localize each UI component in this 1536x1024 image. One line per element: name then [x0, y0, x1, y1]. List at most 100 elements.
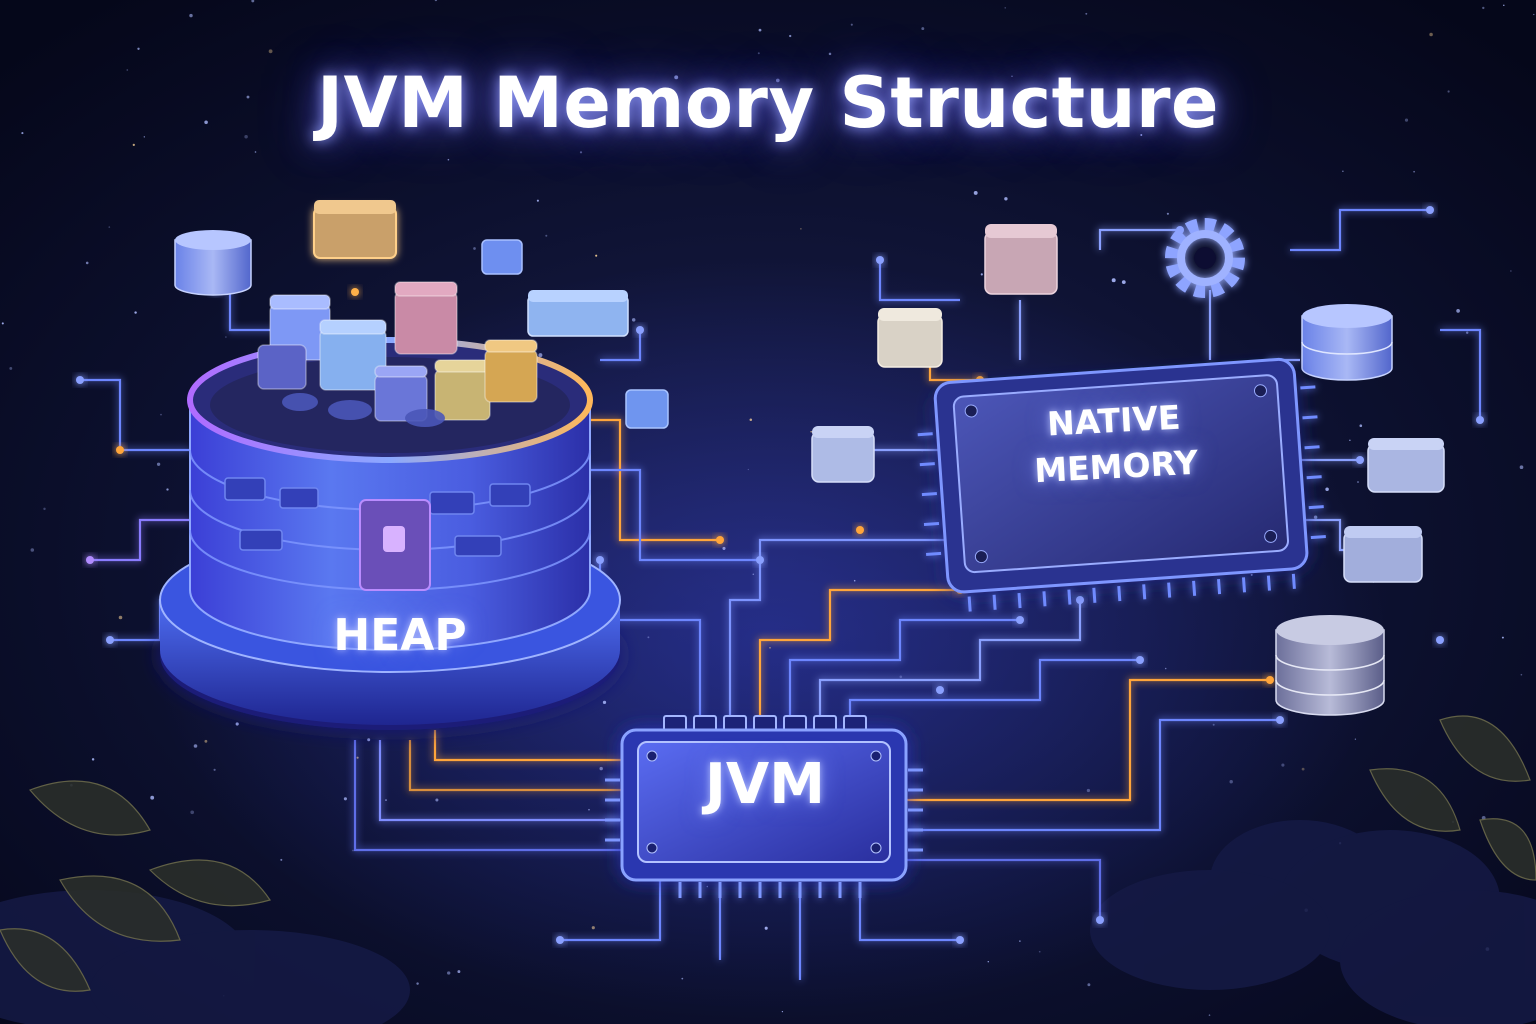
star — [43, 507, 46, 511]
circuit-node — [1266, 676, 1274, 684]
star — [132, 143, 135, 147]
circuit-node — [936, 686, 944, 694]
star — [899, 675, 903, 679]
circuit-node — [1476, 416, 1484, 424]
star — [457, 970, 461, 974]
star — [91, 758, 95, 761]
star — [545, 234, 548, 237]
star — [204, 739, 208, 743]
circuit-traces — [80, 208, 1482, 980]
star — [1164, 667, 1167, 670]
star — [235, 722, 239, 726]
star — [800, 228, 802, 230]
star — [1, 322, 4, 325]
star — [1140, 134, 1143, 136]
jvm-label: JVM — [705, 752, 825, 817]
star — [156, 462, 161, 466]
star — [1456, 309, 1460, 313]
circuit-node — [106, 636, 114, 644]
circuit-node — [1136, 656, 1144, 664]
star — [356, 756, 359, 759]
star — [190, 810, 195, 815]
star — [246, 95, 250, 99]
circuit-node — [636, 326, 644, 334]
star — [1250, 573, 1253, 576]
star — [579, 151, 583, 154]
cube-icon — [434, 359, 491, 421]
star — [536, 199, 539, 202]
circuit-node — [596, 556, 604, 564]
star — [160, 413, 162, 416]
circuit-node — [956, 936, 964, 944]
star — [225, 336, 227, 338]
cube-icon — [394, 281, 458, 355]
star — [434, 0, 438, 2]
circuit-node — [1076, 596, 1084, 604]
star — [1166, 212, 1169, 215]
star — [987, 960, 990, 963]
star — [769, 647, 771, 649]
star — [1121, 280, 1126, 284]
star — [828, 52, 832, 56]
star — [789, 34, 792, 38]
star — [108, 226, 111, 228]
star — [213, 768, 216, 771]
circuit-node — [1356, 456, 1364, 464]
cube-icon — [257, 344, 307, 390]
star — [706, 885, 709, 888]
star — [244, 135, 248, 139]
star — [599, 766, 603, 771]
star — [921, 27, 925, 31]
database-icon — [1275, 615, 1385, 716]
star — [193, 744, 198, 748]
star — [1342, 170, 1344, 172]
star — [1011, 75, 1013, 77]
circuit-node — [556, 936, 564, 944]
cube-icon — [481, 239, 523, 275]
circuit-node — [1276, 716, 1284, 724]
star — [1429, 32, 1433, 37]
star — [1519, 465, 1524, 470]
star — [1510, 270, 1512, 272]
star — [980, 273, 983, 276]
circuit-node — [856, 526, 864, 534]
gear-icon — [1165, 218, 1245, 298]
heap-container — [159, 281, 621, 730]
star — [1447, 90, 1450, 93]
circuit-node — [756, 556, 764, 564]
star — [810, 430, 812, 433]
star — [631, 318, 636, 322]
jvm-chip — [605, 715, 923, 898]
database-icon — [174, 230, 252, 296]
star — [752, 573, 755, 575]
cube-icon — [527, 290, 629, 337]
star — [1004, 197, 1008, 201]
heap-label: HEAP — [333, 610, 467, 661]
star — [343, 797, 347, 801]
star — [352, 849, 354, 852]
star — [126, 69, 129, 71]
star — [781, 1010, 784, 1013]
cube-icon — [1367, 438, 1445, 493]
star — [1059, 117, 1063, 121]
star — [1212, 723, 1215, 726]
star — [1354, 738, 1357, 740]
star — [1359, 424, 1363, 428]
star — [1501, 636, 1504, 639]
star — [1301, 767, 1305, 771]
star — [1313, 515, 1318, 519]
database-icon — [1301, 304, 1393, 381]
cube-icon — [374, 365, 428, 422]
star — [1357, 481, 1359, 483]
star — [747, 468, 749, 471]
star — [764, 926, 768, 930]
star — [722, 546, 726, 550]
star — [1019, 940, 1021, 942]
cube-icon — [1343, 526, 1423, 583]
star — [937, 121, 940, 123]
cloud-shapes — [0, 820, 1536, 1024]
cube-icon — [811, 426, 875, 483]
cube-icon — [319, 319, 387, 391]
cube-icon — [313, 200, 397, 296]
